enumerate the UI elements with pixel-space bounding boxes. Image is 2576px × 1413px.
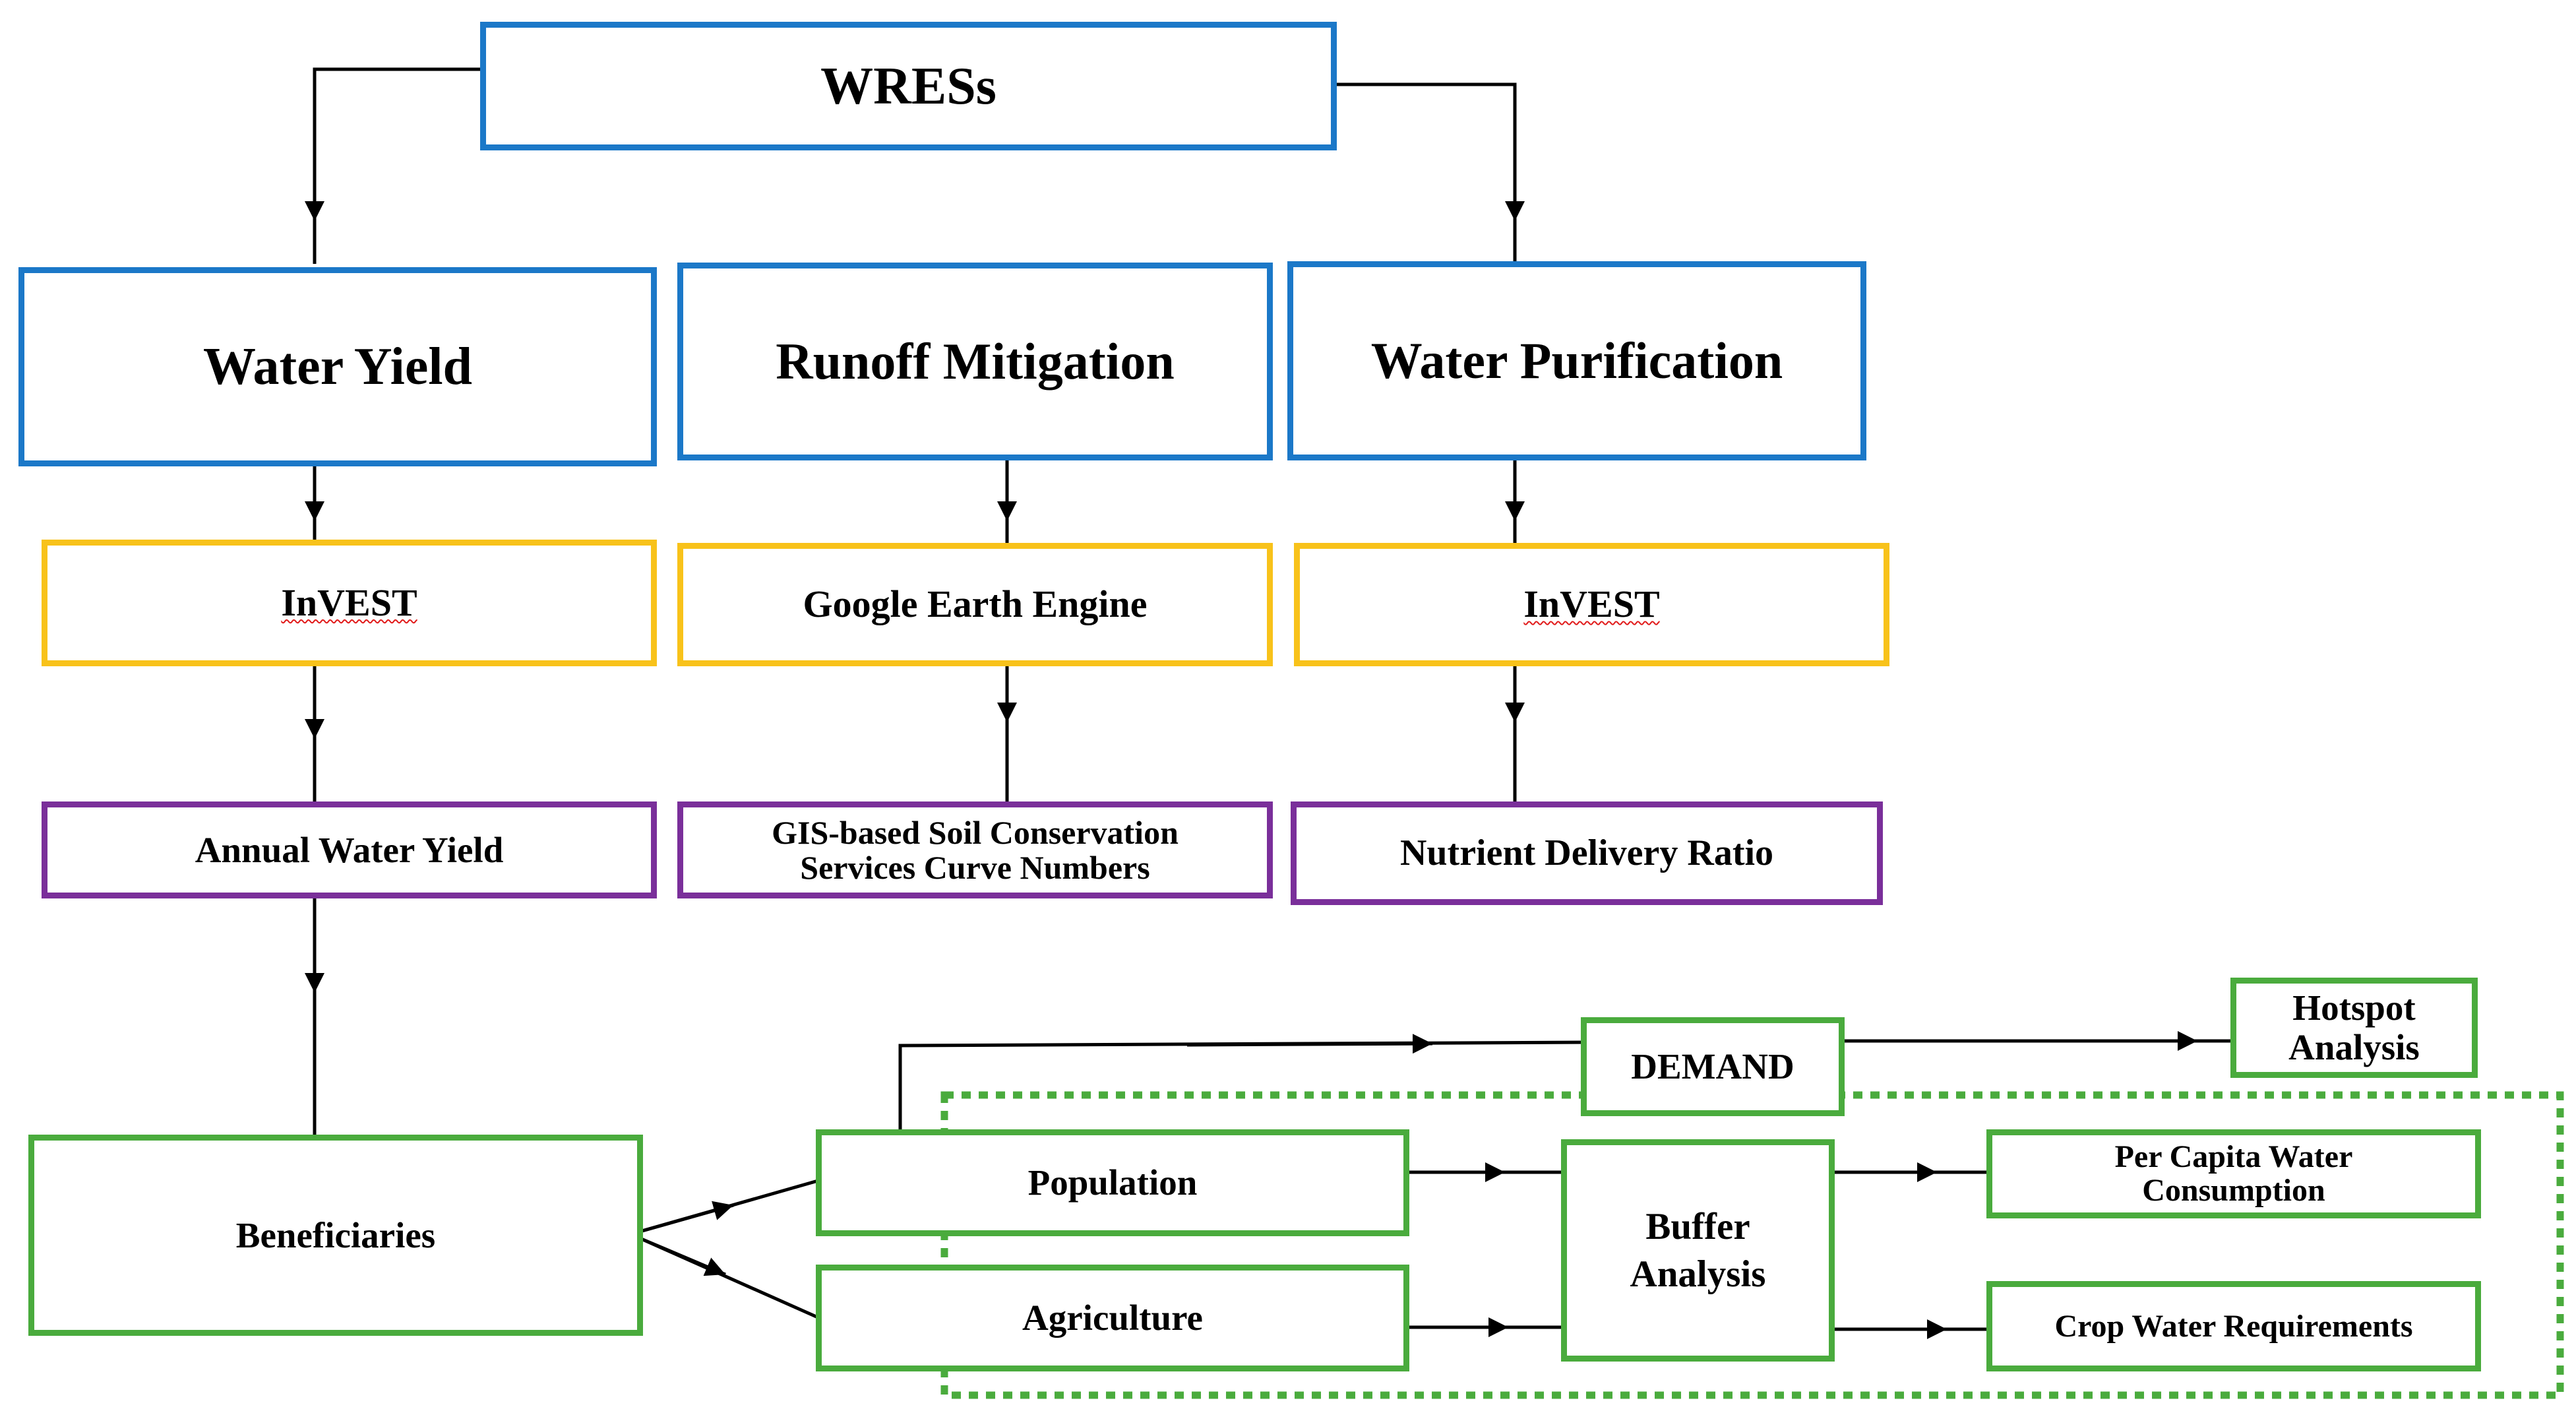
scs-curve-numbers-label: GIS-based Soil Conservation Services Cur… xyxy=(772,814,1179,886)
agriculture-label: Agriculture xyxy=(1022,1298,1203,1338)
arrow-beneficiaries-to-agriculture xyxy=(639,1236,726,1276)
nutrient-delivery-ratio-box: Nutrient Delivery Ratio xyxy=(1291,801,1883,905)
connector-root-to-water-purification xyxy=(1334,82,1517,264)
crop-water-requirements-box: Crop Water Requirements xyxy=(1986,1281,2481,1371)
per-capita-consumption-label: Per Capita Water Consumption xyxy=(2114,1139,2353,1208)
annual-water-yield-label: Annual Water Yield xyxy=(195,829,504,870)
wress-root-label: WRESs xyxy=(820,57,997,115)
connector-population-to-demand xyxy=(898,1040,1588,1129)
invest-tool-right-label: InVEST xyxy=(1523,582,1660,626)
hotspot-analysis-box: Hotspot Analysis xyxy=(2230,978,2478,1078)
gee-tool-label: Google Earth Engine xyxy=(803,582,1148,626)
population-box: Population xyxy=(816,1129,1409,1236)
crop-water-requirements-label: Crop Water Requirements xyxy=(2054,1308,2413,1344)
annual-water-yield-box: Annual Water Yield xyxy=(42,801,657,898)
hotspot-analysis-label: Hotspot Analysis xyxy=(2288,987,2420,1067)
wress-root-box: WRESs xyxy=(480,22,1337,150)
runoff-mitigation-label: Runoff Mitigation xyxy=(776,332,1175,391)
water-yield-label: Water Yield xyxy=(202,338,473,396)
beneficiaries-label: Beneficiaries xyxy=(235,1214,436,1255)
invest-tool-left-label: InVEST xyxy=(281,581,417,624)
water-yield-box: Water Yield xyxy=(18,267,657,466)
runoff-mitigation-box: Runoff Mitigation xyxy=(677,263,1273,460)
nutrient-delivery-ratio-label: Nutrient Delivery Ratio xyxy=(1399,832,1774,874)
buffer-analysis-box: Buffer Analysis xyxy=(1561,1139,1835,1362)
invest-tool-right-box: InVEST xyxy=(1294,543,1889,666)
invest-tool-left-box: InVEST xyxy=(42,540,657,666)
scs-curve-numbers-box: GIS-based Soil Conservation Services Cur… xyxy=(677,801,1273,898)
arrow-population-to-demand xyxy=(1186,1034,1433,1054)
arrow-beneficiaries-to-population xyxy=(639,1201,734,1234)
beneficiaries-box: Beneficiaries xyxy=(28,1135,643,1336)
water-purification-label: Water Purification xyxy=(1370,332,1783,390)
demand-box: DEMAND xyxy=(1581,1017,1845,1116)
population-label: Population xyxy=(1027,1162,1198,1203)
demand-label: DEMAND xyxy=(1631,1046,1794,1087)
connector-root-to-water-yield xyxy=(313,67,483,264)
buffer-analysis-label: Buffer Analysis xyxy=(1630,1206,1766,1295)
per-capita-consumption-box: Per Capita Water Consumption xyxy=(1986,1129,2481,1218)
gee-tool-box: Google Earth Engine xyxy=(677,543,1273,666)
agriculture-box: Agriculture xyxy=(816,1265,1409,1371)
water-purification-box: Water Purification xyxy=(1287,261,1866,460)
